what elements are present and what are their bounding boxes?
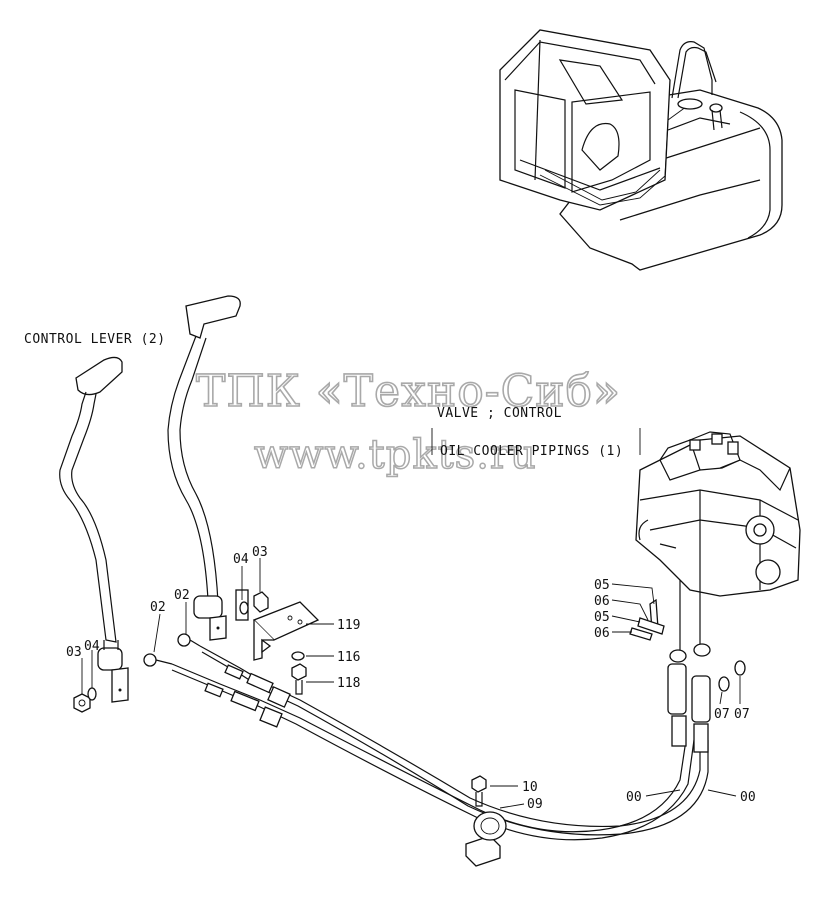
watermark-line2: www.tpkts.ru: [254, 432, 537, 478]
label-02-left: 02: [150, 600, 166, 615]
label-06-upper: 06: [594, 594, 610, 609]
label-04-left: 04: [84, 639, 100, 654]
control-cables: [143, 580, 746, 867]
label-05-upper: 05: [594, 578, 610, 593]
watermark: ТПК «Техно-Сиб» www.tpkts.ru: [195, 365, 621, 479]
oil-cooler-pipings-title: OIL COOLER PIPINGS (1): [440, 444, 623, 459]
cable-clamp: [465, 775, 507, 867]
label-07-right: 07: [734, 707, 750, 722]
left-control-lever: [59, 356, 129, 713]
excavator-overview-illustration: [499, 29, 783, 271]
valve-cable-fitting: [667, 580, 711, 753]
label-03-left: 03: [66, 645, 82, 660]
part-labels: 03 04 02 02 04 03 119 116 118 10 09 05 0…: [66, 545, 756, 812]
label-118: 118: [337, 676, 360, 691]
label-09: 09: [527, 797, 543, 812]
label-00-left: 00: [626, 790, 642, 805]
right-control-lever: [167, 295, 269, 641]
reference-bracket: [431, 428, 641, 455]
control-lever-title: CONTROL LEVER (2): [24, 332, 166, 347]
cable-fitting: [204, 664, 291, 728]
label-03-right: 03: [252, 545, 268, 560]
label-00-right: 00: [740, 790, 756, 805]
label-07-left: 07: [714, 707, 730, 722]
label-116: 116: [337, 650, 360, 665]
cable-bracket: [252, 601, 320, 695]
valve-control-title: VALVE ; CONTROL: [437, 406, 562, 421]
valve-pins: [629, 598, 746, 692]
label-04-right: 04: [233, 552, 249, 567]
callout-leaders: [81, 558, 741, 809]
label-119: 119: [337, 618, 360, 633]
label-05-lower: 05: [594, 610, 610, 625]
watermark-line1: ТПК «Техно-Сиб»: [196, 366, 621, 417]
control-valve-block: [635, 431, 801, 597]
label-10: 10: [522, 780, 538, 795]
label-06-lower: 06: [594, 626, 610, 641]
label-02-right: 02: [174, 588, 190, 603]
